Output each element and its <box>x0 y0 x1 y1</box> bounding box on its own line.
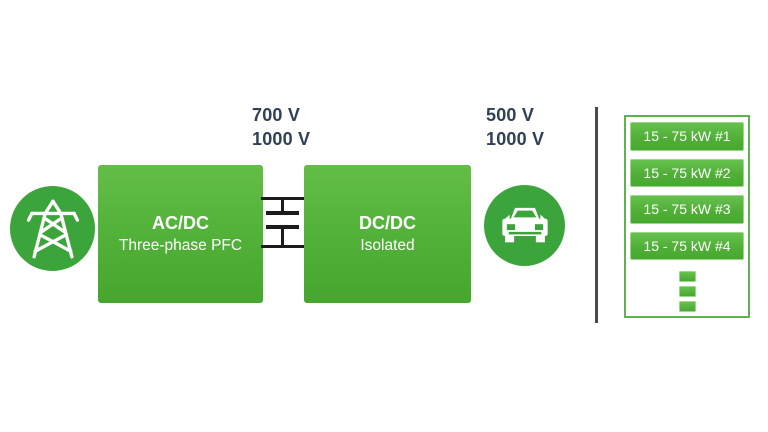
power-module-stack-panel: 15 - 75 kW #1 15 - 75 kW #2 15 - 75 kW #… <box>624 115 750 318</box>
more-modules-ellipsis <box>678 271 696 316</box>
panel-divider-line <box>595 107 598 323</box>
output-voltage-line2: 1000 V <box>486 129 545 149</box>
car-icon <box>501 207 548 242</box>
vertical-ellipsis-dot <box>678 271 696 282</box>
acdc-block-subtitle: Three-phase PFC <box>118 237 243 254</box>
power-module-label: 15 - 75 kW #4 <box>643 237 731 254</box>
dc-link-voltage-label: 700 V 1000 V <box>252 103 310 151</box>
dc-link-voltage-line1: 700 V <box>252 105 301 125</box>
vertical-ellipsis-dot <box>678 301 696 312</box>
dcdc-block-subtitle: Isolated <box>360 237 415 254</box>
vertical-ellipsis-dot <box>678 286 696 297</box>
power-module-label: 15 - 75 kW #1 <box>643 128 731 145</box>
capacitor-lead-bottom <box>281 228 284 248</box>
capacitor-lead-top <box>281 197 284 214</box>
dcdc-block-title: DC/DC <box>359 213 416 233</box>
acdc-converter-block: AC/DC Three-phase PFC <box>98 165 263 303</box>
power-module-bar: 15 - 75 kW #4 <box>630 231 744 260</box>
power-module-label: 15 - 75 kW #3 <box>643 201 731 218</box>
dc-link-voltage-line2: 1000 V <box>252 129 311 149</box>
capacitor-plate-top <box>266 211 299 215</box>
acdc-block-title: AC/DC <box>152 213 209 233</box>
power-module-bar: 15 - 75 kW #3 <box>630 195 744 224</box>
power-module-bar: 15 - 75 kW #2 <box>630 158 744 187</box>
capacitor-plate-bottom <box>266 225 299 229</box>
power-module-label: 15 - 75 kW #2 <box>643 164 731 181</box>
ev-load-badge <box>484 185 565 266</box>
transmission-tower-icon <box>26 199 79 258</box>
dcdc-converter-block: DC/DC Isolated <box>304 165 471 303</box>
output-voltage-label: 500 V 1000 V <box>486 103 544 151</box>
grid-source-badge <box>10 186 95 271</box>
output-voltage-line1: 500 V <box>486 105 535 125</box>
power-module-bar: 15 - 75 kW #1 <box>630 122 744 151</box>
